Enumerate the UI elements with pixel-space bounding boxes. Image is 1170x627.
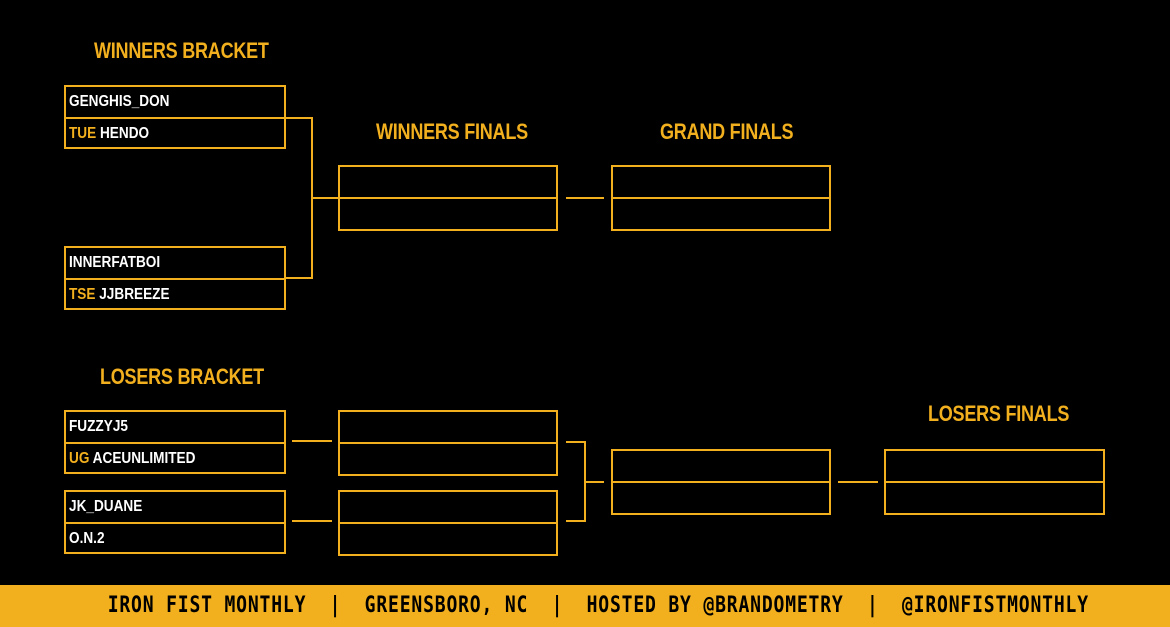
- losers-finals-match: [884, 449, 1105, 515]
- winners-match-2: INNERFATBOI TSE JJBREEZE: [64, 246, 286, 310]
- bracket-connector: [311, 197, 338, 199]
- player-slot[interactable]: TSE JJBREEZE: [66, 278, 284, 308]
- losers-match-2: JK_DUANE O.N.2: [64, 490, 286, 554]
- losers-semifinal-match: [611, 449, 831, 515]
- losers-finals-heading: LOSERS FINALS: [928, 401, 1070, 426]
- player-slot[interactable]: TUE HENDO: [66, 117, 284, 147]
- bracket-connector: [566, 197, 604, 199]
- losers-round2-match-1: [338, 410, 558, 476]
- player-name: JJBREEZE: [99, 286, 170, 303]
- player-slot[interactable]: [886, 451, 1103, 481]
- player-name: FUZZYJ5: [69, 418, 128, 435]
- bracket-connector: [566, 441, 586, 443]
- player-slot[interactable]: [340, 412, 556, 442]
- player-tag: UG: [69, 450, 90, 467]
- player-name: ACEUNLIMITED: [92, 450, 196, 467]
- bracket-connector: [584, 481, 604, 483]
- bracket-connector: [286, 277, 313, 279]
- losers-match-1: FUZZYJ5 UG ACEUNLIMITED: [64, 410, 286, 474]
- player-slot[interactable]: [613, 197, 829, 227]
- player-slot[interactable]: O.N.2: [66, 522, 284, 552]
- player-slot[interactable]: [340, 492, 556, 522]
- player-tag: TUE: [69, 125, 97, 142]
- player-slot[interactable]: [340, 197, 556, 227]
- footer-text: IRON FIST MONTHLY | GREENSBORO, NC | HOS…: [107, 593, 1089, 618]
- winners-bracket-heading: WINNERS BRACKET: [94, 38, 269, 63]
- bracket-connector: [286, 117, 313, 119]
- player-name: GENGHIS_DON: [69, 93, 170, 110]
- player-slot[interactable]: [613, 167, 829, 197]
- footer-banner: IRON FIST MONTHLY | GREENSBORO, NC | HOS…: [0, 585, 1170, 627]
- player-slot[interactable]: [340, 167, 556, 197]
- player-slot[interactable]: [340, 442, 556, 472]
- player-slot[interactable]: JK_DUANE: [66, 492, 284, 522]
- player-tag: TSE: [69, 286, 96, 303]
- player-slot[interactable]: [613, 481, 829, 511]
- bracket-connector: [292, 440, 332, 442]
- player-name: JK_DUANE: [69, 498, 143, 515]
- player-slot[interactable]: UG ACEUNLIMITED: [66, 442, 284, 472]
- player-name: INNERFATBOI: [69, 254, 161, 271]
- player-slot[interactable]: INNERFATBOI: [66, 248, 284, 278]
- player-slot[interactable]: [886, 481, 1103, 511]
- winners-finals-match: [338, 165, 558, 231]
- player-slot[interactable]: GENGHIS_DON: [66, 87, 284, 117]
- player-slot[interactable]: [613, 451, 829, 481]
- winners-finals-heading: WINNERS FINALS: [376, 119, 528, 144]
- player-slot[interactable]: [340, 522, 556, 552]
- losers-round2-match-2: [338, 490, 558, 556]
- bracket-connector: [838, 481, 878, 483]
- losers-bracket-heading: LOSERS BRACKET: [100, 364, 264, 389]
- grand-finals-match: [611, 165, 831, 231]
- player-name: O.N.2: [69, 530, 105, 547]
- grand-finals-heading: GRAND FINALS: [660, 119, 794, 144]
- bracket-connector: [292, 520, 332, 522]
- winners-match-1: GENGHIS_DON TUE HENDO: [64, 85, 286, 149]
- player-slot[interactable]: FUZZYJ5: [66, 412, 284, 442]
- bracket-connector: [566, 520, 586, 522]
- player-name: HENDO: [99, 125, 150, 142]
